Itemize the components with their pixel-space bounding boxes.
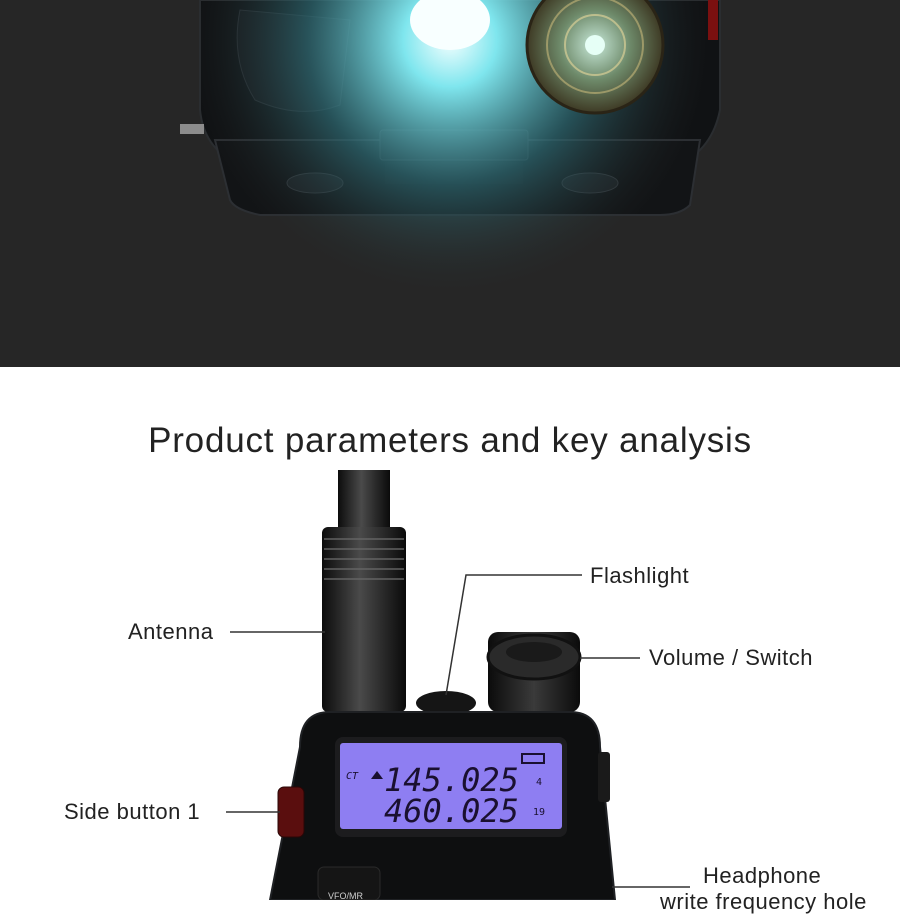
radio-top-illustration: [0, 0, 900, 367]
callout-side-button-1: Side button 1: [64, 799, 201, 824]
callout-headphone: Headphone: [703, 863, 822, 888]
lcd-indicator: CT: [346, 771, 359, 782]
lcd-screen: [340, 743, 562, 829]
volume-knob-part: [486, 632, 582, 712]
lcd-channel-b: 19: [533, 807, 545, 818]
flashlight-part: [416, 691, 476, 715]
vfo-mr-key-label: VFO/MR: [328, 891, 363, 900]
callout-flashlight: Flashlight: [590, 563, 690, 588]
lcd-frequency-b: 460.025: [384, 792, 519, 830]
antenna-part: [322, 470, 406, 712]
callout-antenna: Antenna: [128, 619, 214, 644]
callout-headphone-line2: write frequency hole: [660, 889, 867, 914]
callout-volume-switch: Volume / Switch: [649, 645, 814, 670]
flashlight-hero-image: [0, 0, 900, 367]
radio-diagram: CT 145.025 460.025 4 19 VFO/MR Flashligh…: [0, 367, 900, 914]
side-button-part: [277, 786, 305, 838]
lcd-frequency-a: 145.025: [384, 761, 519, 799]
page-title: Product parameters and key analysis: [148, 421, 752, 461]
radio-illustration: CT 145.025 460.025 4 19 VFO/MR: [226, 470, 690, 900]
lcd-channel-a: 4: [536, 777, 542, 788]
